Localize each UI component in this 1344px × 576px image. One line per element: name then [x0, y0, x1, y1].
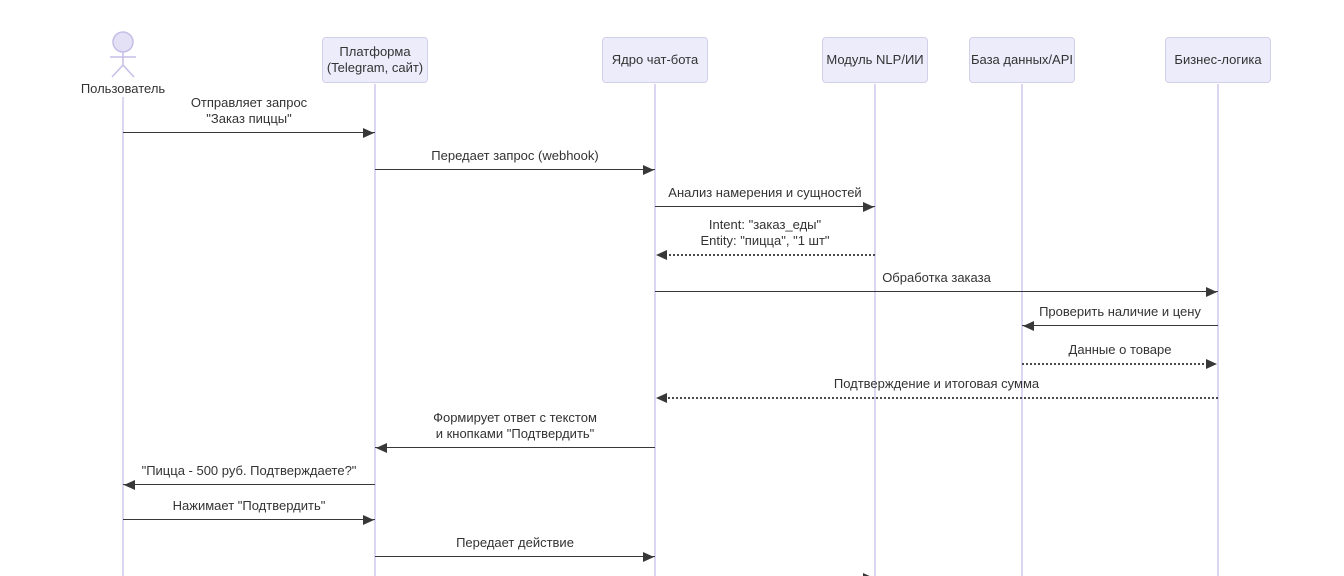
participant-box-platform: Платформа(Telegram, сайт) — [322, 37, 428, 83]
lifeline-logic — [1217, 84, 1219, 576]
message-arrow-line — [375, 447, 655, 448]
participant-label-db: База данных/API — [970, 52, 1073, 67]
participant-box-core: Ядро чат-бота — [602, 37, 708, 83]
lifeline-nlp — [874, 84, 876, 576]
arrowhead-icon — [363, 515, 374, 525]
arrowhead-icon — [643, 552, 654, 562]
message-label: Обработка заказа — [882, 270, 991, 285]
participant-label-logic: Бизнес-логика — [1174, 52, 1262, 67]
participant-label-user: Пользователь — [80, 81, 166, 96]
arrowhead-icon — [643, 165, 654, 175]
message-label: Отправляет запрос"Заказ пиццы" — [190, 95, 308, 126]
participant-label-core: Ядро чат-бота — [611, 52, 699, 67]
message-arrow-line — [375, 556, 655, 557]
message-arrow-line — [665, 254, 875, 256]
message-label: Подтверждение и итоговая сумма — [833, 376, 1040, 391]
participant-label-platform: Платформа — [339, 44, 411, 59]
message-label: Анализ намерения и сущностей — [668, 185, 862, 200]
message-label: "Пицца - 500 руб. Подтверждаете?" — [141, 463, 357, 478]
participant-label-platform: (Telegram, сайт) — [326, 60, 424, 75]
arrowhead-icon — [376, 443, 387, 453]
lifeline-core — [654, 84, 656, 576]
lifeline-db — [1021, 84, 1023, 576]
message-label: Передает действие — [456, 535, 574, 550]
participant-box-logic: Бизнес-логика — [1165, 37, 1271, 83]
participant-box-nlp: Модуль NLP/ИИ — [822, 37, 928, 83]
arrowhead-icon — [656, 393, 667, 403]
message-arrow-line — [123, 519, 375, 520]
message-label: Нажимает "Подтвердить" — [172, 498, 326, 513]
arrowhead-icon — [1023, 321, 1034, 331]
message-arrow-line — [123, 484, 375, 485]
message-arrow-line — [1022, 363, 1208, 365]
arrowhead-icon — [1206, 359, 1217, 369]
lifeline-user — [122, 97, 124, 576]
arrowhead-icon — [1206, 287, 1217, 297]
message-label: Intent: "заказ_еды"Entity: "пицца", "1 ш… — [700, 217, 830, 248]
message-arrow-line — [375, 169, 655, 170]
arrowhead-icon — [863, 202, 874, 212]
arrowhead-icon — [124, 480, 135, 490]
lifeline-platform — [374, 84, 376, 576]
message-label: Проверить наличие и цену — [1039, 304, 1201, 319]
arrowhead-icon — [863, 573, 874, 576]
arrowhead-icon — [363, 128, 374, 138]
message-arrow-line — [1022, 325, 1218, 326]
message-label: Передает запрос (webhook) — [431, 148, 599, 163]
message-arrow-line — [655, 206, 875, 207]
message-label: Данные о товаре — [1068, 342, 1172, 357]
message-arrow-line — [123, 132, 375, 133]
participant-actor-user: Пользователь — [78, 31, 168, 96]
arrowhead-icon — [656, 250, 667, 260]
actor-icon — [110, 31, 136, 78]
participant-box-db: База данных/API — [969, 37, 1075, 83]
message-arrow-line — [665, 397, 1218, 399]
message-arrow-line — [655, 291, 1218, 292]
participant-label-nlp: Модуль NLP/ИИ — [826, 52, 924, 67]
